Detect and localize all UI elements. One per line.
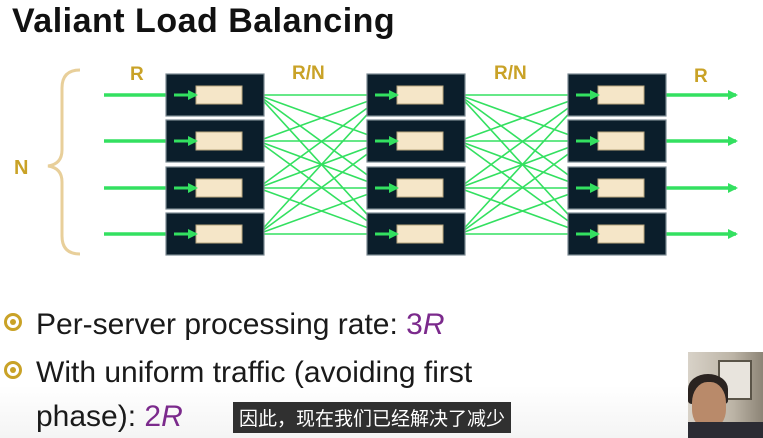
server-queue-slot [396,131,444,151]
server-box [567,119,667,163]
server-queue-slot [396,224,444,244]
video-subtitle: 因此，现在我们已经解决了减少 [233,402,512,433]
bullet-processing-rate: Per-server processing rate: 3R [4,308,445,342]
server-queue-slot [597,224,645,244]
slide-title: Valiant Load Balancing [12,2,396,40]
mesh-link [458,186,588,235]
server-queue-slot [597,131,645,151]
mesh-link [458,93,588,142]
vlb-diagram: N R R/N R/N R [14,63,738,256]
rate-value: 2R [144,400,182,433]
mesh-link [257,93,387,235]
server-box [366,119,466,163]
mesh-link [458,93,588,189]
rate-unit: R [422,308,445,341]
server-box [165,73,265,117]
webcam-overlay [688,352,763,438]
bullet-dot-icon [4,313,22,332]
server-box [567,212,667,256]
bullet-continuation: phase): 2R [36,400,183,434]
n-brace [47,68,81,256]
label-stage2-rate: R/N [494,63,527,84]
bullet-text: With uniform traffic (avoiding first [36,356,473,389]
bullet-dot-icon [4,361,22,380]
rate-unit: R [161,400,183,433]
mesh-link [257,139,387,235]
mesh-link [257,93,387,142]
server-box [165,212,265,256]
rate-value: 3R [406,308,444,341]
bullet-continuation-text: phase): [36,400,145,433]
label-output-rate: R [694,66,708,87]
mesh-link [257,93,387,189]
server-queue-slot [195,85,243,105]
servers [165,73,667,256]
server-box [567,73,667,117]
rate-number: 3 [406,308,423,341]
server-queue-slot [396,178,444,198]
server-queue-slot [195,131,243,151]
server-box [165,119,265,163]
server-box [567,166,667,210]
presenter-face [692,382,726,428]
server-queue-slot [396,85,444,105]
bullet-text: Per-server processing rate: [36,308,407,341]
label-n: N [14,157,28,179]
server-queue-slot [195,224,243,244]
mesh-links [257,90,588,239]
mesh-link [257,186,387,235]
label-input-rate: R [130,64,144,85]
mesh-link [458,93,588,235]
rate-number: 2 [144,400,162,433]
bullet-uniform-traffic: With uniform traffic (avoiding first [4,356,472,390]
label-stage1-rate: R/N [292,63,325,84]
server-queue-slot [597,85,645,105]
mesh-link [458,139,588,235]
server-box [165,166,265,210]
server-box [366,73,466,117]
server-queue-slot [195,178,243,198]
server-queue-slot [597,178,645,198]
server-box [366,212,466,256]
server-box [366,166,466,210]
